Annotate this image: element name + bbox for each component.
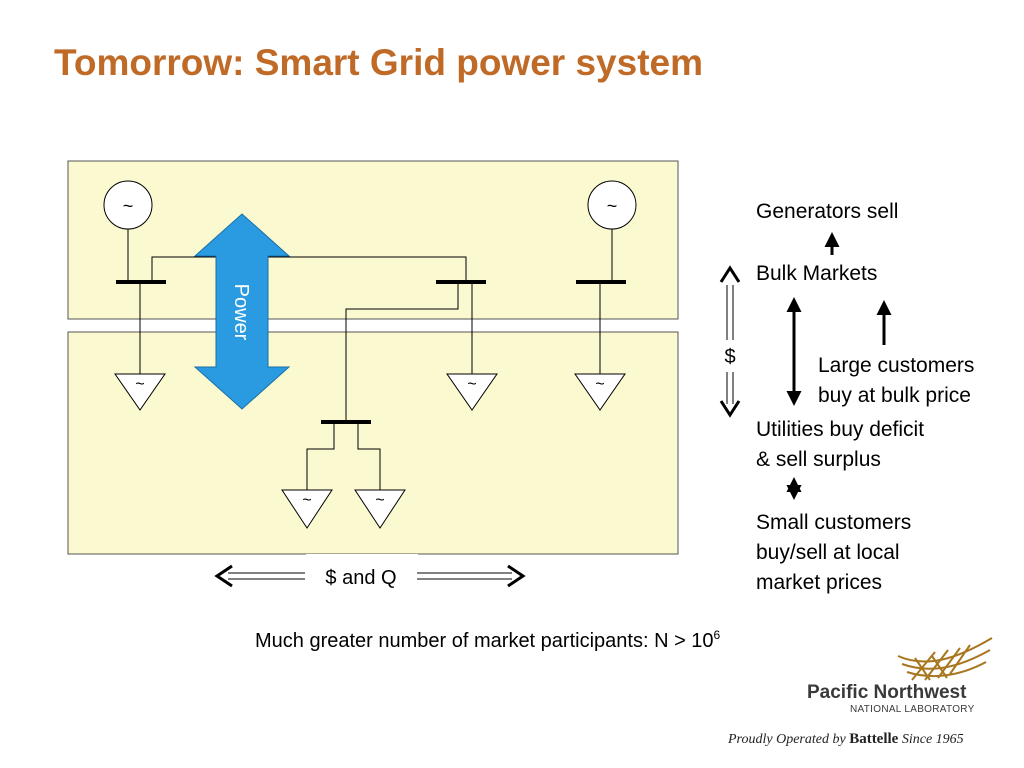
page-title: Tomorrow: Smart Grid power system [54,42,703,83]
generator-right: ~ [587,180,637,230]
small-customers-line2: buy/sell at local [756,541,900,564]
pnnl-logo-icon [897,637,993,681]
grid-wires [127,229,613,490]
utilities-line1: Utilities buy deficit [756,418,925,441]
flow-label: $ and Q [325,567,396,589]
footnote-exponent: 6 [713,628,721,642]
power-arrow: Power [193,213,291,410]
generator-symbol: ~ [607,196,618,216]
power-arrow-label: Power [230,284,252,341]
logo-name: Pacific Northwest [807,682,967,703]
flow-arrow: $ and Q [214,554,526,589]
footnote-text: Much greater number of market participan… [255,630,714,652]
logo-subtitle: NATIONAL LABORATORY [850,704,975,715]
large-customers-line2: buy at bulk price [818,384,971,407]
money-arrow-label: $ [724,346,735,368]
load-2: ~ [446,373,498,411]
load-symbol: ~ [302,492,311,509]
load-4: ~ [281,489,333,529]
operated-by-line: Proudly Operated by Battelle Since 1965 [728,731,964,748]
load-symbol: ~ [595,376,604,393]
market-arrows [786,232,892,500]
generator-symbol: ~ [123,196,134,216]
transmission-panel [67,160,679,320]
large-customers-line1: Large customers [818,354,975,377]
distribution-panel [67,331,679,555]
money-arrow: $ [719,265,741,418]
operated-by-text: Proudly Operated by [728,732,846,747]
generator-left: ~ [103,180,153,230]
load-symbol: ~ [467,376,476,393]
small-customers-line1: Small customers [756,511,912,534]
generators-sell-label: Generators sell [756,200,899,223]
load-1: ~ [114,373,166,411]
load-symbol: ~ [135,376,144,393]
since-text: Since 1965 [901,732,964,747]
bulk-markets-label: Bulk Markets [756,262,878,285]
bus-bars [116,280,626,424]
participants-footnote: Much greater number of market participan… [255,628,720,653]
load-symbol: ~ [375,492,384,509]
load-3: ~ [574,373,626,411]
load-5: ~ [354,489,406,529]
utilities-line2: & sell surplus [756,448,881,471]
battelle-name: Battelle [849,731,899,747]
small-customers-line3: market prices [756,571,883,594]
